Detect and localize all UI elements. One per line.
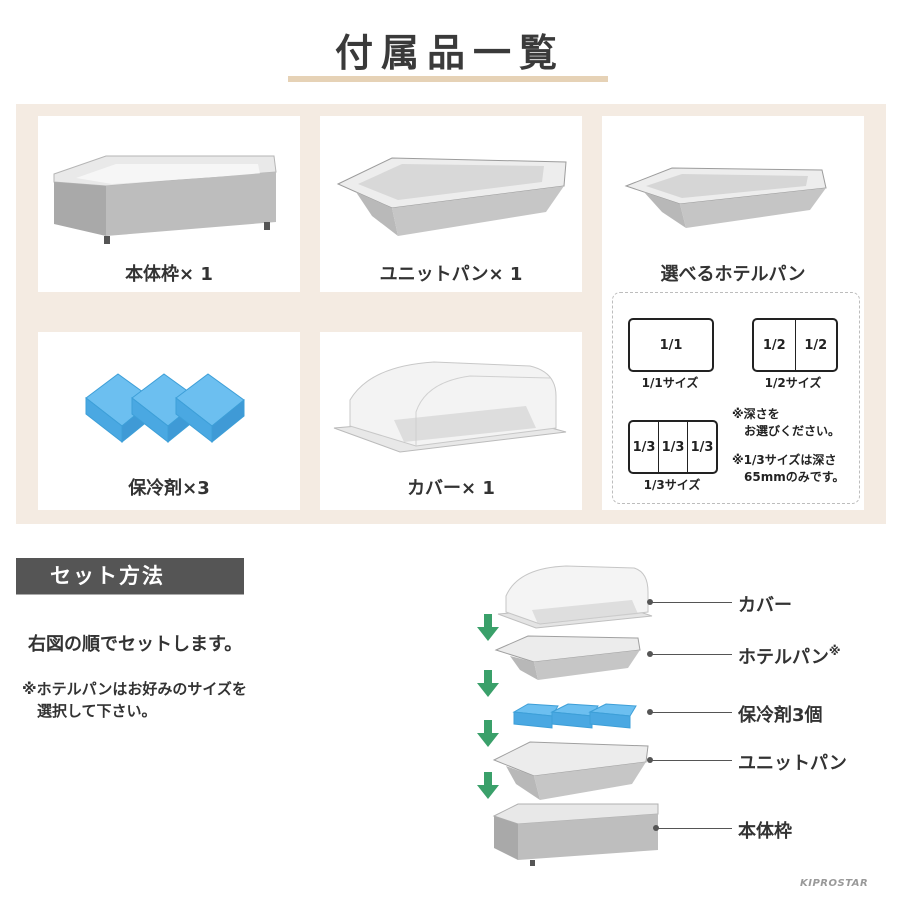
page-title: 付属品一覧	[334, 31, 565, 75]
callout-cover: カバー	[738, 595, 792, 616]
label-ice-packs: 保冷剤×3	[128, 478, 210, 499]
pan-diagram-1-3: 1/3 1/3 1/3	[628, 420, 718, 474]
title-underline	[288, 76, 608, 82]
assembly-frame-image	[492, 803, 659, 866]
label-cover: カバー× 1	[407, 478, 495, 499]
pan-cell: 1/2	[762, 337, 786, 353]
card-cover: カバー× 1	[320, 332, 582, 510]
section-header-bar	[16, 558, 244, 594]
assembly-ice-packs-image	[512, 703, 637, 729]
assembly-unit-pan-image	[492, 741, 649, 800]
pan-cell: 1/3	[658, 422, 687, 472]
callout-line	[650, 654, 732, 655]
callout-line	[650, 712, 732, 713]
hotel-pan-sizes-box	[612, 292, 860, 504]
size-caption-1-3: 1/3サイズ	[643, 478, 701, 492]
callout-line	[656, 828, 732, 829]
note-mark: ※	[828, 644, 841, 658]
pan-cell: 1/3	[632, 439, 656, 455]
ice-packs-image	[85, 373, 245, 444]
down-arrow-icon	[477, 772, 499, 799]
pan-diagram-1-2: 1/2 1/2	[752, 318, 838, 372]
brand-logo: KIPROSTAR	[800, 878, 869, 889]
card-unit-pan: ユニットパン× 1	[320, 116, 582, 292]
card-hotel-pan: 選べるホテルパン	[602, 116, 864, 510]
callout-unit-pan: ユニットパン	[738, 753, 847, 774]
card-ice-packs: 保冷剤×3	[38, 332, 300, 510]
card-frame: 本体枠× 1	[38, 116, 300, 292]
down-arrow-icon	[477, 720, 499, 747]
section-title: セット方法	[50, 564, 165, 588]
hotel-pan-image	[624, 167, 827, 228]
callout-ice-packs: 保冷剤3個	[738, 705, 823, 726]
setup-instruction: 右図の順でセットします。	[28, 634, 243, 655]
callout-line	[650, 602, 732, 603]
pan-cell: 1/1	[659, 337, 683, 353]
callout-line	[650, 760, 732, 761]
note-depth: ※深さを お選びください。	[732, 407, 841, 438]
down-arrow-icon	[477, 614, 499, 641]
pan-diagram-1-1: 1/1	[628, 318, 714, 372]
assembly-cover-image	[497, 565, 653, 629]
callout-frame: 本体枠	[738, 821, 792, 842]
label-frame: 本体枠× 1	[125, 264, 213, 285]
label-hotel-pan: 選べるホテルパン	[660, 264, 806, 285]
pan-cell: 1/3	[687, 422, 716, 472]
size-caption-1-1: 1/1サイズ	[641, 376, 699, 390]
cover-image	[333, 361, 567, 453]
setup-footnote: ※ホテルパンはお好みのサイズを 選択して下さい。	[22, 680, 247, 720]
down-arrow-icon	[477, 670, 499, 697]
frame-image	[53, 155, 277, 244]
callout-hotel-pan-text: ホテルパン	[738, 647, 829, 668]
pan-cell: 1/2	[794, 320, 837, 370]
section-divider	[16, 594, 244, 595]
label-unit-pan: ユニットパン× 1	[379, 264, 523, 285]
size-caption-1-2: 1/2サイズ	[764, 376, 822, 390]
assembly-hotel-pan-image	[494, 635, 641, 680]
note-65mm: ※1/3サイズは深さ 65mmのみです。	[732, 453, 845, 484]
callout-hotel-pan: ホテルパン※	[738, 643, 841, 669]
unit-pan-image	[336, 157, 567, 236]
